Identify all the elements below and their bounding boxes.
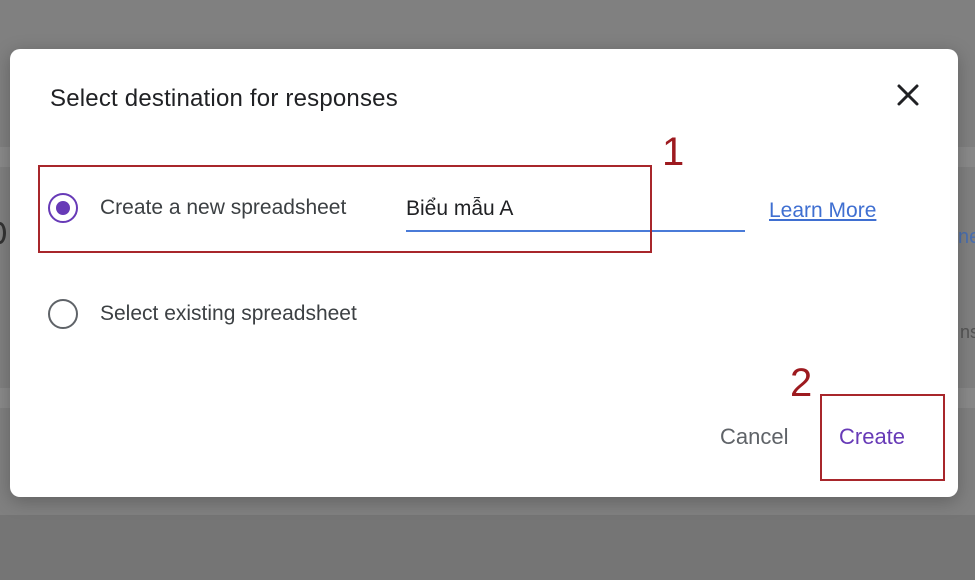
option-select-existing-label: Select existing spreadsheet (100, 302, 357, 325)
cancel-button[interactable]: Cancel (720, 424, 789, 449)
option-create-new-label: Create a new spreadsheet (100, 196, 347, 219)
dialog-title: Select destination for responses (50, 85, 398, 112)
close-button[interactable] (890, 77, 926, 113)
select-destination-dialog: Select destination for responses Create … (10, 49, 958, 497)
option-select-existing-spreadsheet[interactable]: Select existing spreadsheet (48, 299, 357, 329)
close-icon (897, 84, 919, 106)
create-button[interactable]: Create (839, 424, 906, 449)
radio-create-new[interactable] (48, 193, 78, 223)
option-create-new-spreadsheet[interactable]: Create a new spreadsheet (48, 193, 346, 223)
radio-selected-dot (56, 201, 70, 215)
spreadsheet-name-input[interactable] (406, 192, 745, 232)
background-page-text-fragment: ne (958, 226, 975, 248)
annotation-step-2: 2 (790, 361, 813, 405)
learn-more-link[interactable]: Learn More (769, 199, 877, 222)
background-page-glyph (0, 222, 6, 244)
backdrop-footer (0, 515, 975, 580)
radio-select-existing[interactable] (48, 299, 78, 329)
annotation-step-1: 1 (662, 130, 685, 174)
background-page-text-fragment-2: ns (960, 322, 975, 342)
